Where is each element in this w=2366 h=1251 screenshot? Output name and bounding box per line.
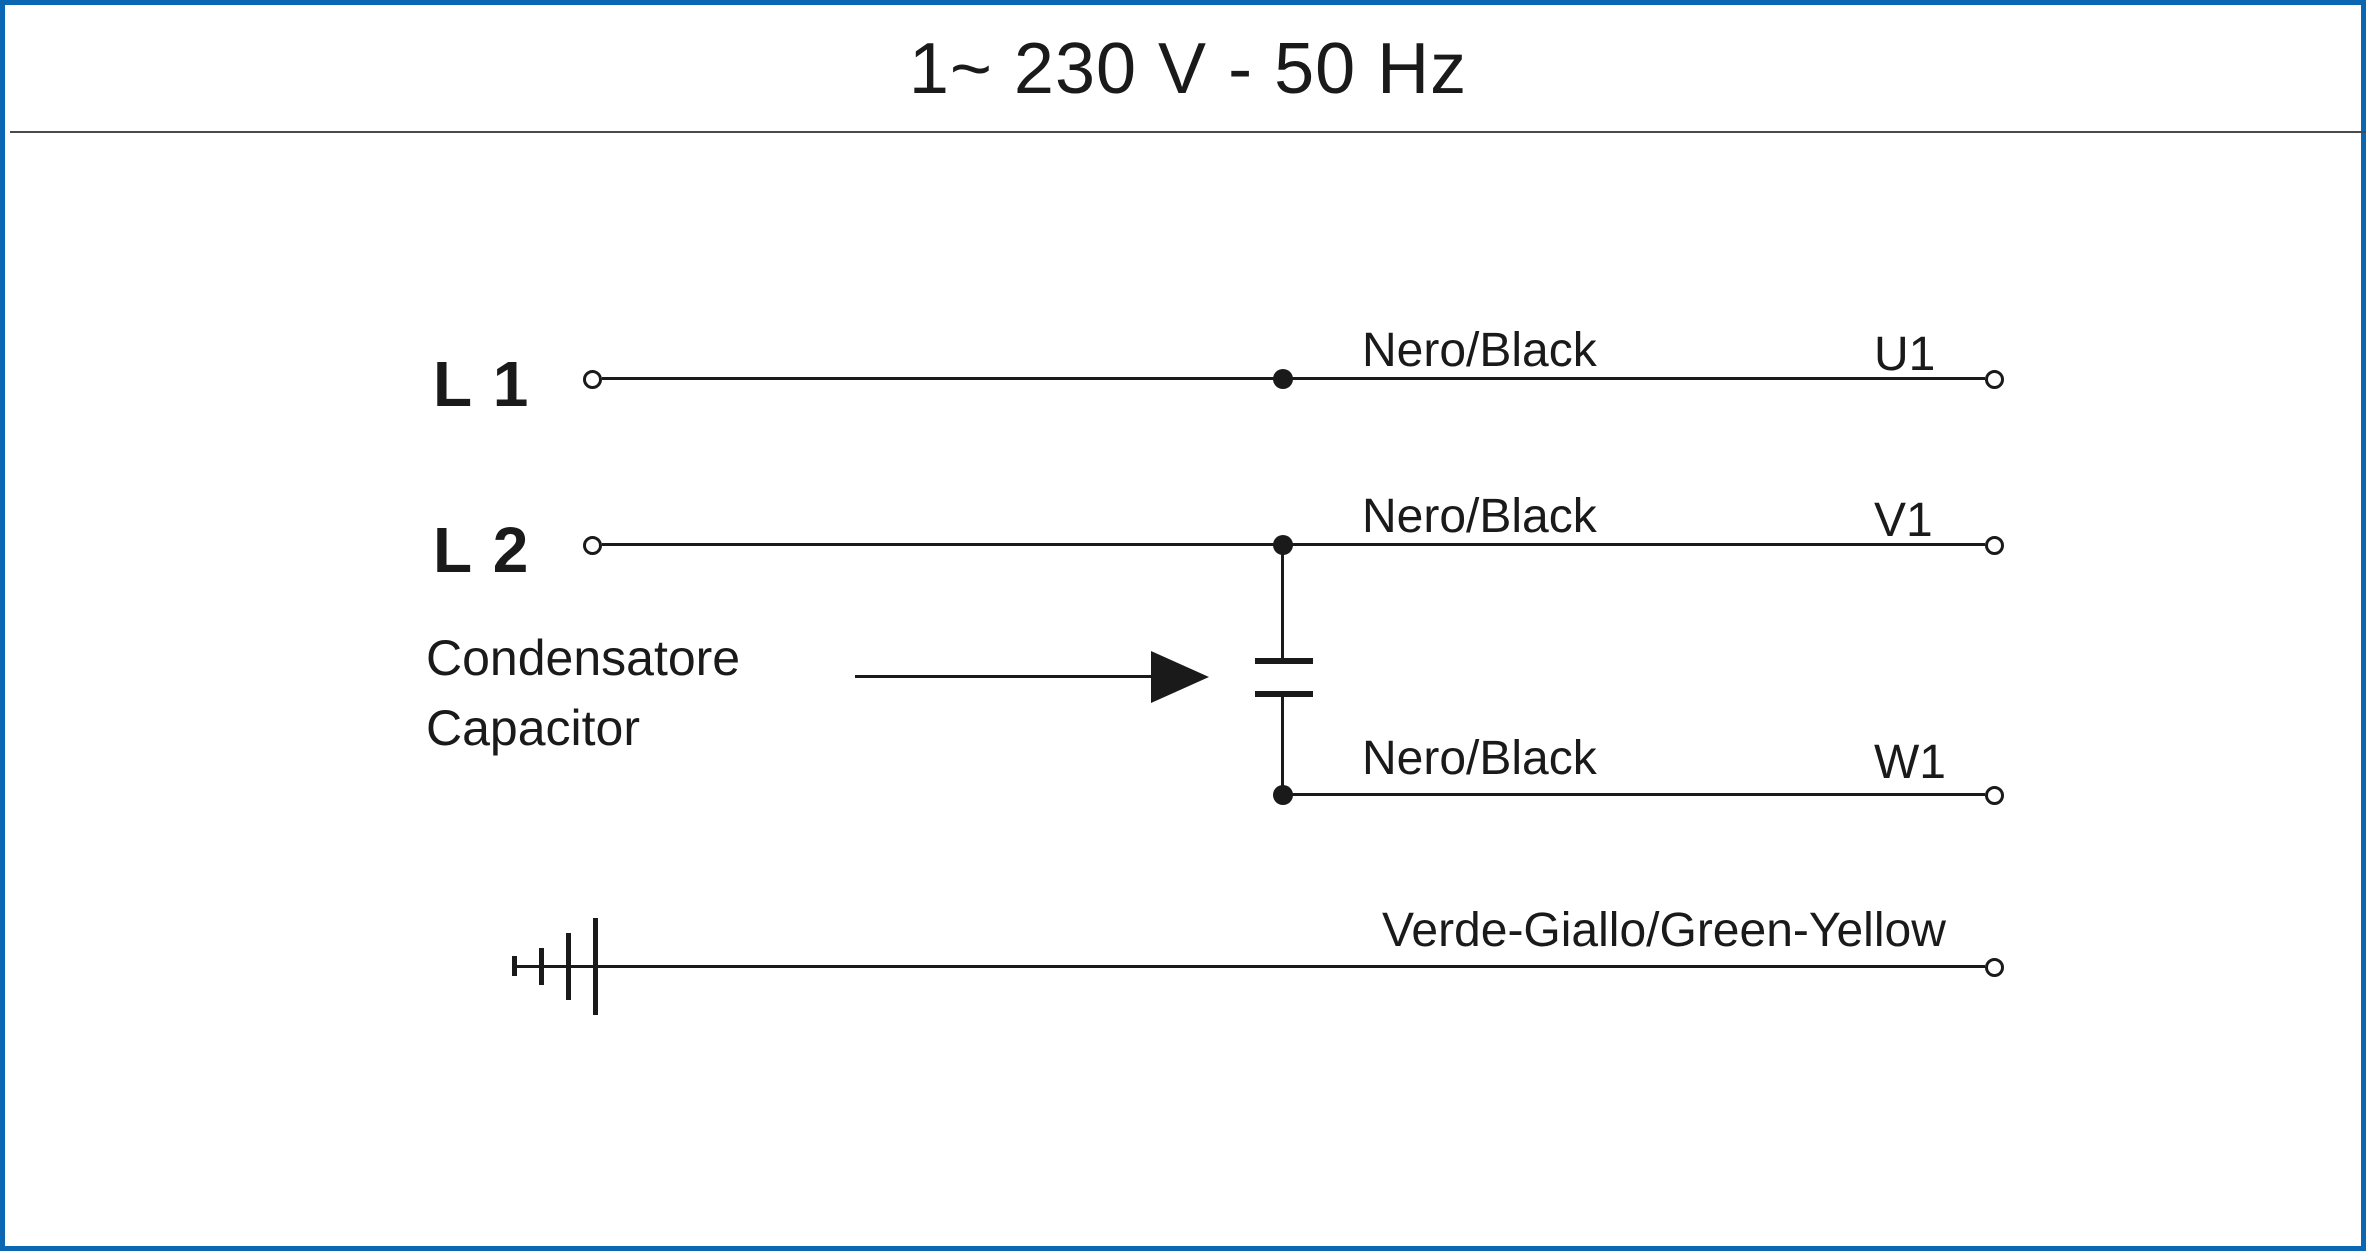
motor-terminal-circle-u1	[1985, 370, 2004, 389]
wire-color-label-earth: Verde-Giallo/Green-Yellow	[1382, 904, 1946, 957]
diagram-title: 1~ 230 V - 50 Hz	[908, 29, 1468, 109]
motor-terminal-label-v1: V1	[1874, 494, 1933, 547]
junction-dot-w1	[1273, 785, 1293, 805]
wire-w1	[1283, 793, 1985, 796]
capacitor-plate-top	[1255, 658, 1313, 664]
wire-color-label-u1: Nero/Black	[1362, 324, 1597, 377]
wire-l1-u1	[602, 377, 1985, 380]
supply-terminal-circle-l1	[583, 370, 602, 389]
motor-terminal-circle-w1	[1985, 786, 2004, 805]
ground-symbol-tick-3	[566, 933, 571, 1000]
capacitor-label-italian: Condensatore	[426, 630, 741, 686]
wire-color-label-w1: Nero/Black	[1362, 732, 1597, 785]
supply-terminal-label-l1: L 1	[433, 348, 531, 420]
capacitor-pointer-arrowhead-icon	[1151, 651, 1209, 703]
capacitor-wire-upper	[1281, 545, 1284, 658]
capacitor-plate-bottom	[1255, 691, 1313, 697]
motor-terminal-circle-v1	[1985, 536, 2004, 555]
title-separator	[10, 131, 2366, 133]
motor-terminal-label-w1: W1	[1874, 736, 1946, 789]
capacitor-wire-lower	[1281, 697, 1284, 795]
wire-color-label-v1: Nero/Black	[1362, 490, 1597, 543]
ground-symbol-tick-1	[512, 956, 517, 976]
capacitor-pointer-line	[855, 675, 1151, 678]
wire-l2-v1	[602, 543, 1985, 546]
ground-symbol-tick-4	[593, 918, 598, 1015]
ground-symbol-tick-2	[539, 948, 544, 985]
junction-dot-u1	[1273, 369, 1293, 389]
motor-terminal-label-u1: U1	[1874, 328, 1936, 381]
supply-terminal-label-l2: L 2	[433, 514, 531, 586]
wire-earth	[514, 965, 1985, 968]
supply-terminal-circle-l2	[583, 536, 602, 555]
capacitor-label-english: Capacitor	[426, 700, 640, 756]
earth-terminal-circle	[1985, 958, 2004, 977]
